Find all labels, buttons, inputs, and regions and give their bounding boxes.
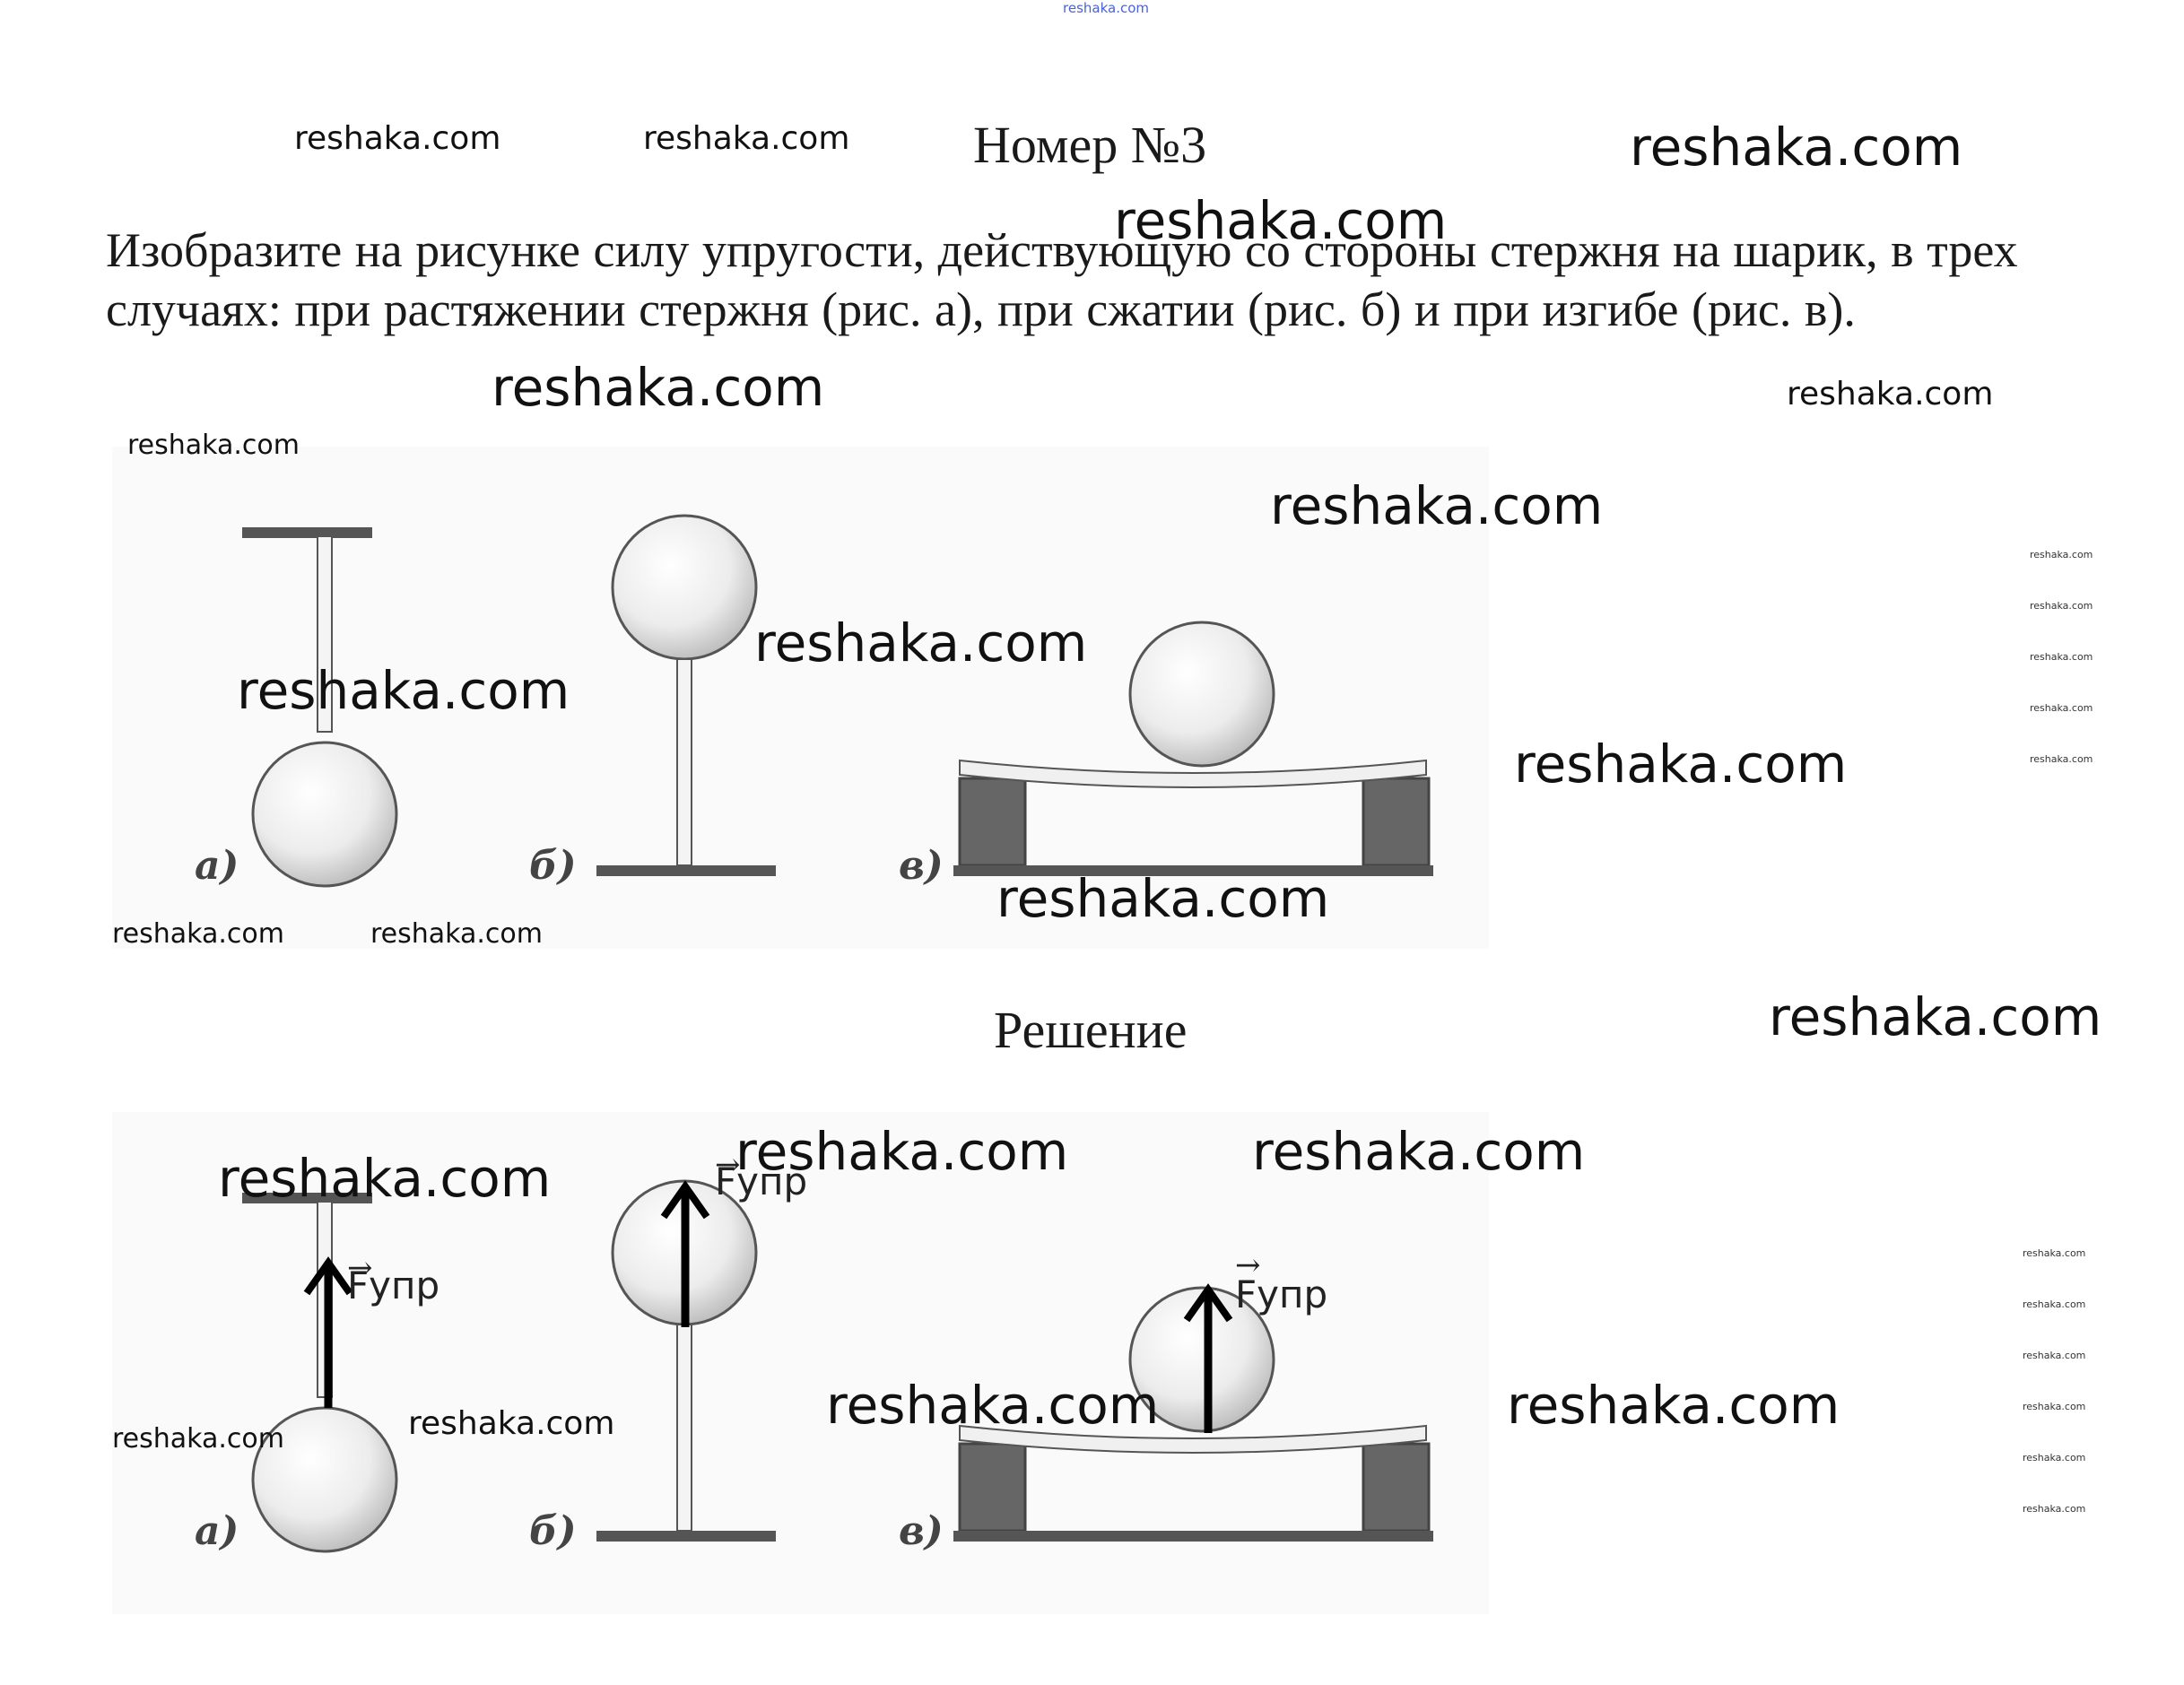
- page-title: Номер №3: [973, 116, 1207, 174]
- watermark: reshaka.com: [370, 918, 543, 950]
- watermark: reshaka.com: [1769, 986, 2102, 1047]
- figure-c-label: в): [899, 843, 944, 889]
- rod: [676, 658, 692, 866]
- watermark: reshaka.com: [112, 1423, 284, 1455]
- problem-figures-svg: а) б) в): [195, 514, 1433, 889]
- floor-support: [596, 865, 776, 876]
- force-arrow-head: [660, 1180, 710, 1220]
- force-vector-mark: →: [715, 1147, 741, 1183]
- watermark: reshaka.com: [1630, 117, 1963, 178]
- problem-figures: а) б) в): [112, 447, 1489, 949]
- ball: [1128, 1286, 1275, 1433]
- left-block: [958, 1442, 1027, 1533]
- solution-figure-b: → Fупр б): [529, 1147, 807, 1554]
- force-arrow-head: [303, 1256, 353, 1296]
- figure-b-label: б): [529, 1508, 577, 1554]
- watermark: reshaka.com: [294, 120, 501, 157]
- figure-b-compression: б): [529, 514, 776, 889]
- watermark: reshaka.com: [408, 1405, 615, 1442]
- force-vector-mark: →: [1235, 1247, 1261, 1283]
- task-text: Изобразите на рисунке силу упругости, де…: [106, 223, 2018, 336]
- solution-figures: → Fупр а) → Fупр б) → Fупр в): [112, 1112, 1489, 1614]
- figure-a-label: а): [195, 1508, 239, 1554]
- right-block: [1362, 777, 1431, 867]
- force-label: Fупр: [347, 1264, 439, 1307]
- watermark: reshaka.com: [2030, 651, 2093, 663]
- bent-rod: [959, 759, 1427, 788]
- figure-b-label: б): [529, 843, 577, 889]
- force-arrow-head: [1183, 1283, 1233, 1323]
- watermark: reshaka.com: [1507, 1375, 1840, 1436]
- watermark: reshaka.com: [1270, 475, 1604, 536]
- ball: [1128, 621, 1275, 768]
- right-block: [1362, 1442, 1431, 1533]
- solution-title: Решение: [994, 1001, 1188, 1059]
- ceiling-support: [242, 527, 372, 538]
- watermark: reshaka.com: [2023, 1247, 2086, 1259]
- watermark: reshaka.com: [643, 120, 850, 157]
- rod: [676, 1324, 692, 1532]
- watermark: reshaka.com: [112, 918, 284, 950]
- top-watermark: reshaka.com: [1063, 0, 1149, 16]
- watermark: reshaka.com: [2030, 600, 2093, 612]
- figure-a-tension: а): [195, 527, 398, 889]
- watermark: reshaka.com: [2023, 1298, 2086, 1310]
- watermark: reshaka.com: [826, 1375, 1160, 1436]
- watermark: reshaka.com: [2023, 1452, 2086, 1464]
- rod: [317, 535, 333, 733]
- solution-figure-c: → Fупр в): [899, 1247, 1433, 1554]
- watermark: reshaka.com: [1114, 190, 1448, 251]
- watermark: reshaka.com: [2023, 1503, 2086, 1515]
- watermark: reshaka.com: [2030, 702, 2093, 714]
- bent-rod: [959, 1424, 1427, 1454]
- force-label: Fупр: [1235, 1272, 1327, 1316]
- watermark: reshaka.com: [218, 1148, 552, 1209]
- watermark: reshaka.com: [996, 868, 1330, 929]
- watermark: reshaka.com: [735, 1121, 1069, 1182]
- solution-figure-a: → Fупр а): [195, 1193, 439, 1554]
- figure-c-bending: в): [899, 621, 1433, 889]
- floor-support: [596, 1531, 776, 1542]
- ball: [251, 741, 398, 888]
- left-block: [958, 777, 1027, 867]
- watermark: reshaka.com: [237, 660, 570, 721]
- watermark: reshaka.com: [1787, 376, 1994, 413]
- floor-support: [953, 865, 1433, 876]
- watermark: reshaka.com: [2023, 1350, 2086, 1361]
- solution-figures-svg: → Fупр а) → Fупр б) → Fупр в): [195, 1147, 1433, 1554]
- ceiling-support: [242, 1193, 372, 1203]
- force-label: Fупр: [715, 1160, 807, 1203]
- floor-support: [953, 1531, 1433, 1542]
- watermark: reshaka.com: [492, 357, 825, 418]
- watermark: reshaka.com: [1514, 734, 1848, 795]
- watermark: reshaka.com: [1252, 1121, 1586, 1182]
- watermark: reshaka.com: [754, 612, 1088, 673]
- ball: [611, 514, 758, 661]
- watermark: reshaka.com: [2030, 549, 2093, 560]
- figure-a-label: а): [195, 843, 239, 889]
- watermark: reshaka.com: [127, 430, 300, 461]
- force-vector-mark: →: [347, 1250, 373, 1286]
- watermark: reshaka.com: [2023, 1401, 2086, 1412]
- watermark: reshaka.com: [2030, 753, 2093, 765]
- figure-c-label: в): [899, 1508, 944, 1554]
